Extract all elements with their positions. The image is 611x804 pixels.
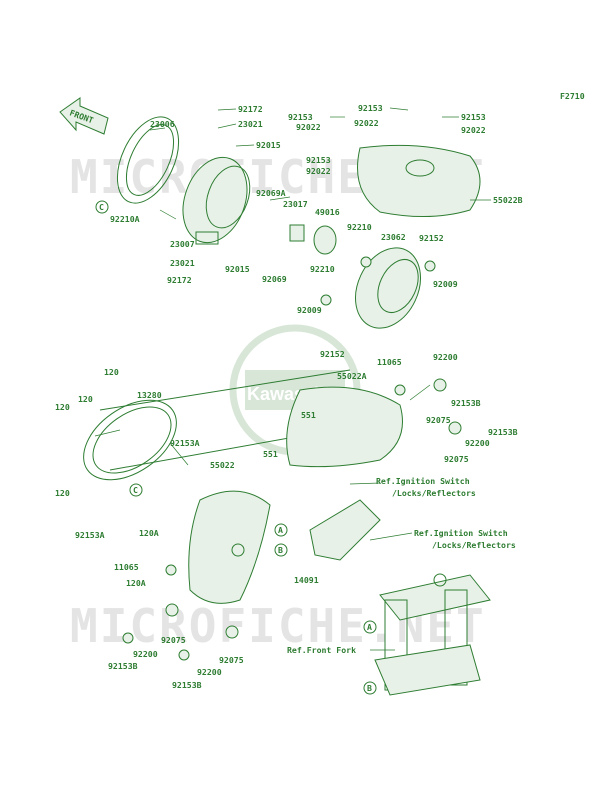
part-120a: 120A [126,578,146,588]
part-labels: 23006 92172 23021 92015 92153 92022 9215… [55,103,523,690]
part-55022: 55022 [210,460,235,470]
part-11065: 11065 [114,562,139,572]
part-92200: 92200 [433,352,458,362]
part-92075: 92075 [161,635,186,645]
part-23006: 23006 [150,119,175,129]
fork-cover [188,490,271,604]
callout-a-2: A [367,622,372,632]
front-fork [374,573,491,696]
callout-a-1: A [278,525,283,535]
part-92210: 92210 [310,264,335,274]
part-23017: 23017 [283,199,308,209]
part-92009: 92009 [433,279,458,289]
part-23007: 23007 [170,239,195,249]
part-92172: 92172 [238,104,263,114]
bulb-49016 [313,225,337,255]
part-23062: 23062 [381,232,406,242]
ref-locks-reflectors-1: /Locks/Reflectors [392,488,476,498]
diagram-code: F2710 [560,91,585,101]
part-55022b: 55022B [493,195,523,205]
part-120: 120 [104,367,119,377]
part-92022: 92022 [354,118,379,128]
callout-markers: C C A B A B [95,200,377,695]
front-arrow-icon: FRONT [59,97,109,135]
part-92153b: 92153B [172,680,202,690]
part-23021: 23021 [170,258,195,268]
part-92153: 92153 [358,103,383,113]
part-92153: 92153 [461,112,486,122]
ref-front-fork: Ref.Front Fork [287,645,356,655]
socket-23017 [289,224,305,242]
part-92153b: 92153B [488,427,518,437]
part-92069a: 92069A [256,188,286,198]
part-55022a: 55022A [337,371,367,381]
part-11065: 11065 [377,357,402,367]
callout-c-2: C [133,485,138,495]
headlight-housing [355,247,421,329]
part-92022: 92022 [461,125,486,135]
part-92153a: 92153A [170,438,200,448]
part-92210: 92210 [347,222,372,232]
part-92153b: 92153B [108,661,138,671]
part-92200: 92200 [197,667,222,677]
part-92015: 92015 [225,264,250,274]
part-92153: 92153 [288,112,313,122]
part-92153b: 92153B [451,398,481,408]
headlight-unit [182,156,251,245]
part-92075: 92075 [444,454,469,464]
part-92172: 92172 [167,275,192,285]
part-92153a: 92153A [75,530,105,540]
callout-b-1: B [278,545,283,555]
reference-labels: Ref.Ignition Switch /Locks/Reflectors Re… [287,476,516,655]
ref-ignition-switch-2: Ref.Ignition Switch [414,528,508,538]
part-92075: 92075 [219,655,244,665]
part-92210a: 92210A [110,214,140,224]
ref-locks-reflectors-2: /Locks/Reflectors [432,540,516,550]
callout-b-2: B [367,683,372,693]
part-23021: 23021 [238,119,263,129]
part-120: 120 [78,394,93,404]
callout-c-1: C [99,202,104,212]
leader-lines [94,107,491,651]
part-92022: 92022 [296,122,321,132]
part-120: 120 [55,402,70,412]
headlight-rim [116,116,180,204]
ref-ignition-switch-1: Ref.Ignition Switch [376,476,470,486]
part-92152: 92152 [419,233,444,243]
part-551: 551 [263,449,278,459]
part-92153: 92153 [306,155,331,165]
part-49016: 49016 [315,207,340,217]
hardware [122,256,462,661]
part-92075: 92075 [426,415,451,425]
ignition-bracket [309,499,381,561]
part-92069: 92069 [262,274,287,284]
part-551: 551 [301,410,316,420]
part-92200: 92200 [465,438,490,448]
part-92015: 92015 [256,140,281,150]
part-92009: 92009 [297,305,322,315]
lower-cowl [286,386,403,468]
part-92022: 92022 [306,166,331,176]
part-92200: 92200 [133,649,158,659]
upper-cowl [357,144,481,217]
part-120a: 120A [139,528,159,538]
part-120: 120 [55,488,70,498]
part-13280: 13280 [137,390,162,400]
part-92152: 92152 [320,349,345,359]
part-14091: 14091 [294,575,319,585]
